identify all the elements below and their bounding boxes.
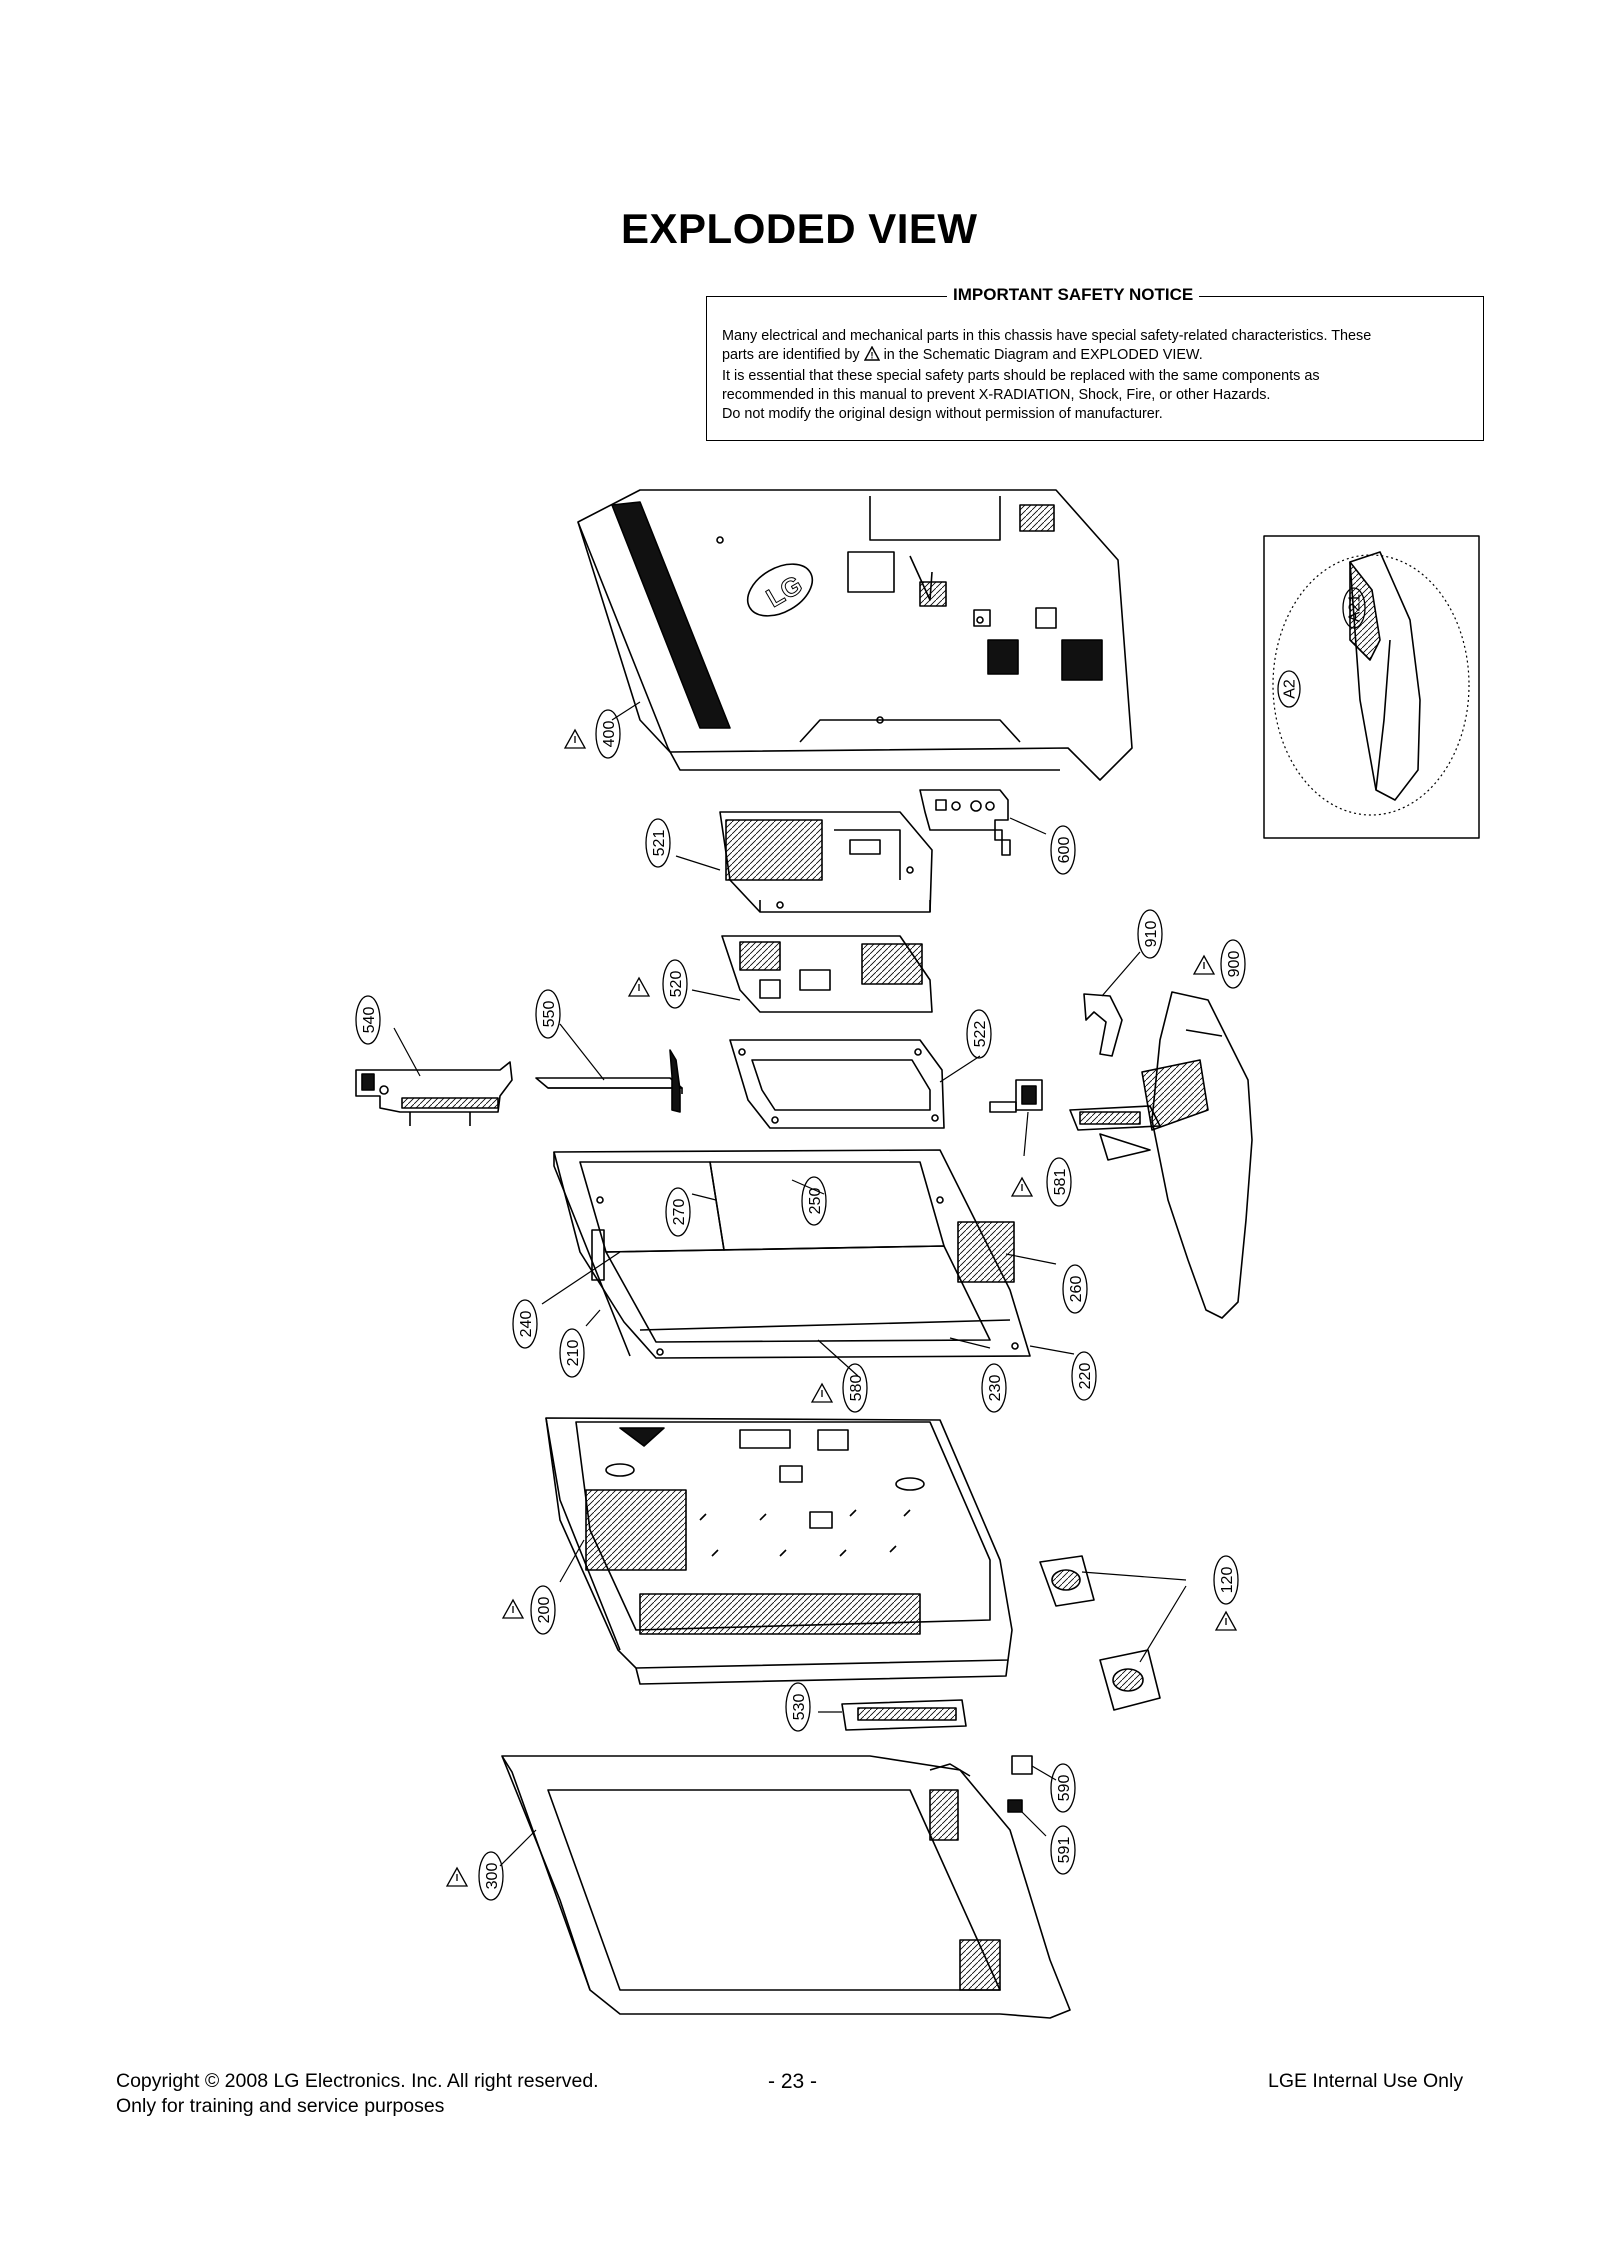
callout-label: 581 [1052,1169,1069,1196]
lg-logo: LG [746,563,814,617]
callout-400: 400 [595,709,621,759]
callout-label: 260 [1068,1276,1085,1303]
callout-591: 591 [1050,1825,1076,1875]
callout-label: 270 [671,1199,688,1226]
callout-600: 600 [1050,825,1076,875]
callout-label: 580 [848,1375,865,1402]
callout-label: 250 [807,1188,824,1215]
safety-notice-text: Many electrical and mechanical parts in … [722,327,1470,424]
callout-label: 522 [972,1021,989,1048]
notice-line-end: in the Schematic Diagram and EXPLODED VI… [883,347,1203,363]
callout-label: 540 [361,1007,378,1034]
page-title: EXPLODED VIEW [621,205,978,252]
callout-540: 540 [355,995,381,1045]
stand-body-part [1069,991,1253,1319]
callout-590: 590 [1050,1763,1076,1813]
callout-a2: A2 [1277,670,1301,708]
callout-label: 600 [1056,837,1073,864]
warning-triangle-icon [445,1866,469,1887]
callout-250: 250 [801,1176,827,1226]
notice-line: It is essential that these special safet… [722,368,1320,384]
callout-a21: A21 [1342,587,1366,629]
leader-lines [393,701,1187,1867]
warning-triangle-icon [627,976,651,997]
warning-triangle-icon: ! [863,345,880,367]
warning-triangle-icon [1214,1610,1238,1631]
copyright-text: Copyright © 2008 LG Electronics. Inc. Al… [116,2070,599,2092]
callout-220: 220 [1071,1351,1097,1401]
callout-label: 210 [565,1340,582,1367]
callout-label: 200 [536,1597,553,1624]
main-board-part [721,935,933,1013]
callout-521: 521 [645,818,671,868]
callout-581: 581 [1046,1157,1072,1207]
safety-notice-box: IMPORTANT SAFETY NOTICE Many electrical … [706,285,1484,441]
lg-logo-text: LG [761,569,807,613]
warning-triangle-icon [1192,954,1216,975]
side-bracket-part [355,1061,513,1126]
callout-300: 300 [478,1851,504,1901]
callout-270: 270 [665,1187,691,1237]
warning-triangle-icon [1010,1176,1034,1197]
callout-230: 230 [981,1363,1007,1413]
callout-label: 120 [1219,1567,1236,1594]
callout-label: 230 [987,1375,1004,1402]
main-case-part [545,1417,1013,1685]
notice-line: Do not modify the original design withou… [722,406,1163,422]
page-number: - 23 - [768,2070,818,2093]
connector-581-part [989,1079,1043,1113]
callout-260: 260 [1062,1264,1088,1314]
warning-triangle-icon [563,728,587,749]
callout-520: 520 [662,959,688,1009]
callout-label: 530 [791,1694,808,1721]
callout-label: 240 [518,1311,535,1338]
callout-label: 900 [1226,951,1243,978]
callout-550: 550 [535,989,561,1039]
callout-label: 300 [484,1863,501,1890]
callout-200: 200 [530,1585,556,1635]
internal-use-label: LGE Internal Use Only [1268,2070,1464,2092]
chassis-frame-part [553,1149,1031,1359]
safety-notice-heading: IMPORTANT SAFETY NOTICE [947,285,1200,305]
callout-label: 400 [601,721,618,748]
purpose-text: Only for training and service purposes [116,2095,445,2117]
diagram-warning-marks [445,728,1238,1887]
callout-910: 910 [1137,909,1163,959]
callout-522: 522 [966,1009,992,1059]
callout-210: 210 [559,1328,585,1378]
hinge-cover-part [1083,993,1123,1057]
shield-case-part [719,811,933,913]
notice-line: parts are identified by ! in the Schemat… [722,345,1470,367]
notice-line-start: parts are identified by [722,347,860,363]
callout-label: 590 [1056,1775,1073,1802]
front-cabinet-part [501,1755,1071,2019]
back-cover-part [577,489,1133,781]
callout-label: 550 [541,1001,558,1028]
callout-240: 240 [512,1299,538,1349]
callout-label: 220 [1077,1363,1094,1390]
callout-label: 521 [651,830,668,857]
notice-line: Many electrical and mechanical parts in … [722,328,1372,344]
cover-plate-part [729,1039,945,1129]
warning-triangle-icon [810,1382,834,1403]
callout-label: 520 [668,971,685,998]
pcb-550-part [535,1049,683,1113]
control-bracket-part [919,789,1011,856]
callout-label: 591 [1056,1837,1073,1864]
callout-530: 530 [785,1682,811,1732]
speaker-parts [1039,1555,1161,1711]
callout-label: A2 [1282,679,1299,699]
ir-board-parts [1007,1755,1033,1813]
svg-text:!: ! [870,351,873,361]
callout-120: 120 [1213,1555,1239,1605]
callout-label: 910 [1143,921,1160,948]
callout-900: 900 [1220,939,1246,989]
key-board-part [841,1699,967,1731]
warning-triangle-icon [501,1598,525,1619]
callout-580: 580 [842,1363,868,1413]
footer-copyright: Copyright © 2008 LG Electronics. Inc. Al… [116,2069,599,2119]
notice-line: recommended in this manual to prevent X-… [722,387,1271,403]
callout-label: A21 [1347,594,1364,623]
